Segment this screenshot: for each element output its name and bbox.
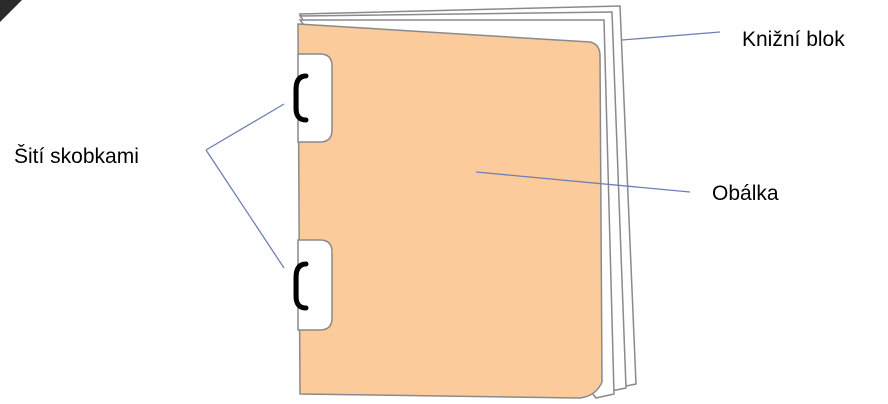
staple-notch-lower — [297, 239, 333, 331]
leader-line-book-block — [621, 31, 721, 41]
leader-line-stitch-upper — [205, 103, 285, 151]
leader-line-cover — [475, 171, 691, 193]
label-cover: Obálka — [712, 182, 779, 205]
staple-upper-icon — [293, 73, 309, 123]
staple-lower-icon — [293, 261, 309, 311]
label-saddle-stitch: Šití skobkami — [14, 145, 139, 168]
label-book-block: Knižní blok — [742, 28, 845, 51]
cover-shape — [297, 23, 603, 399]
staple-notch-upper — [297, 53, 333, 143]
dark-corner-fragment — [0, 0, 22, 22]
leader-line-stitch-lower — [205, 149, 285, 269]
